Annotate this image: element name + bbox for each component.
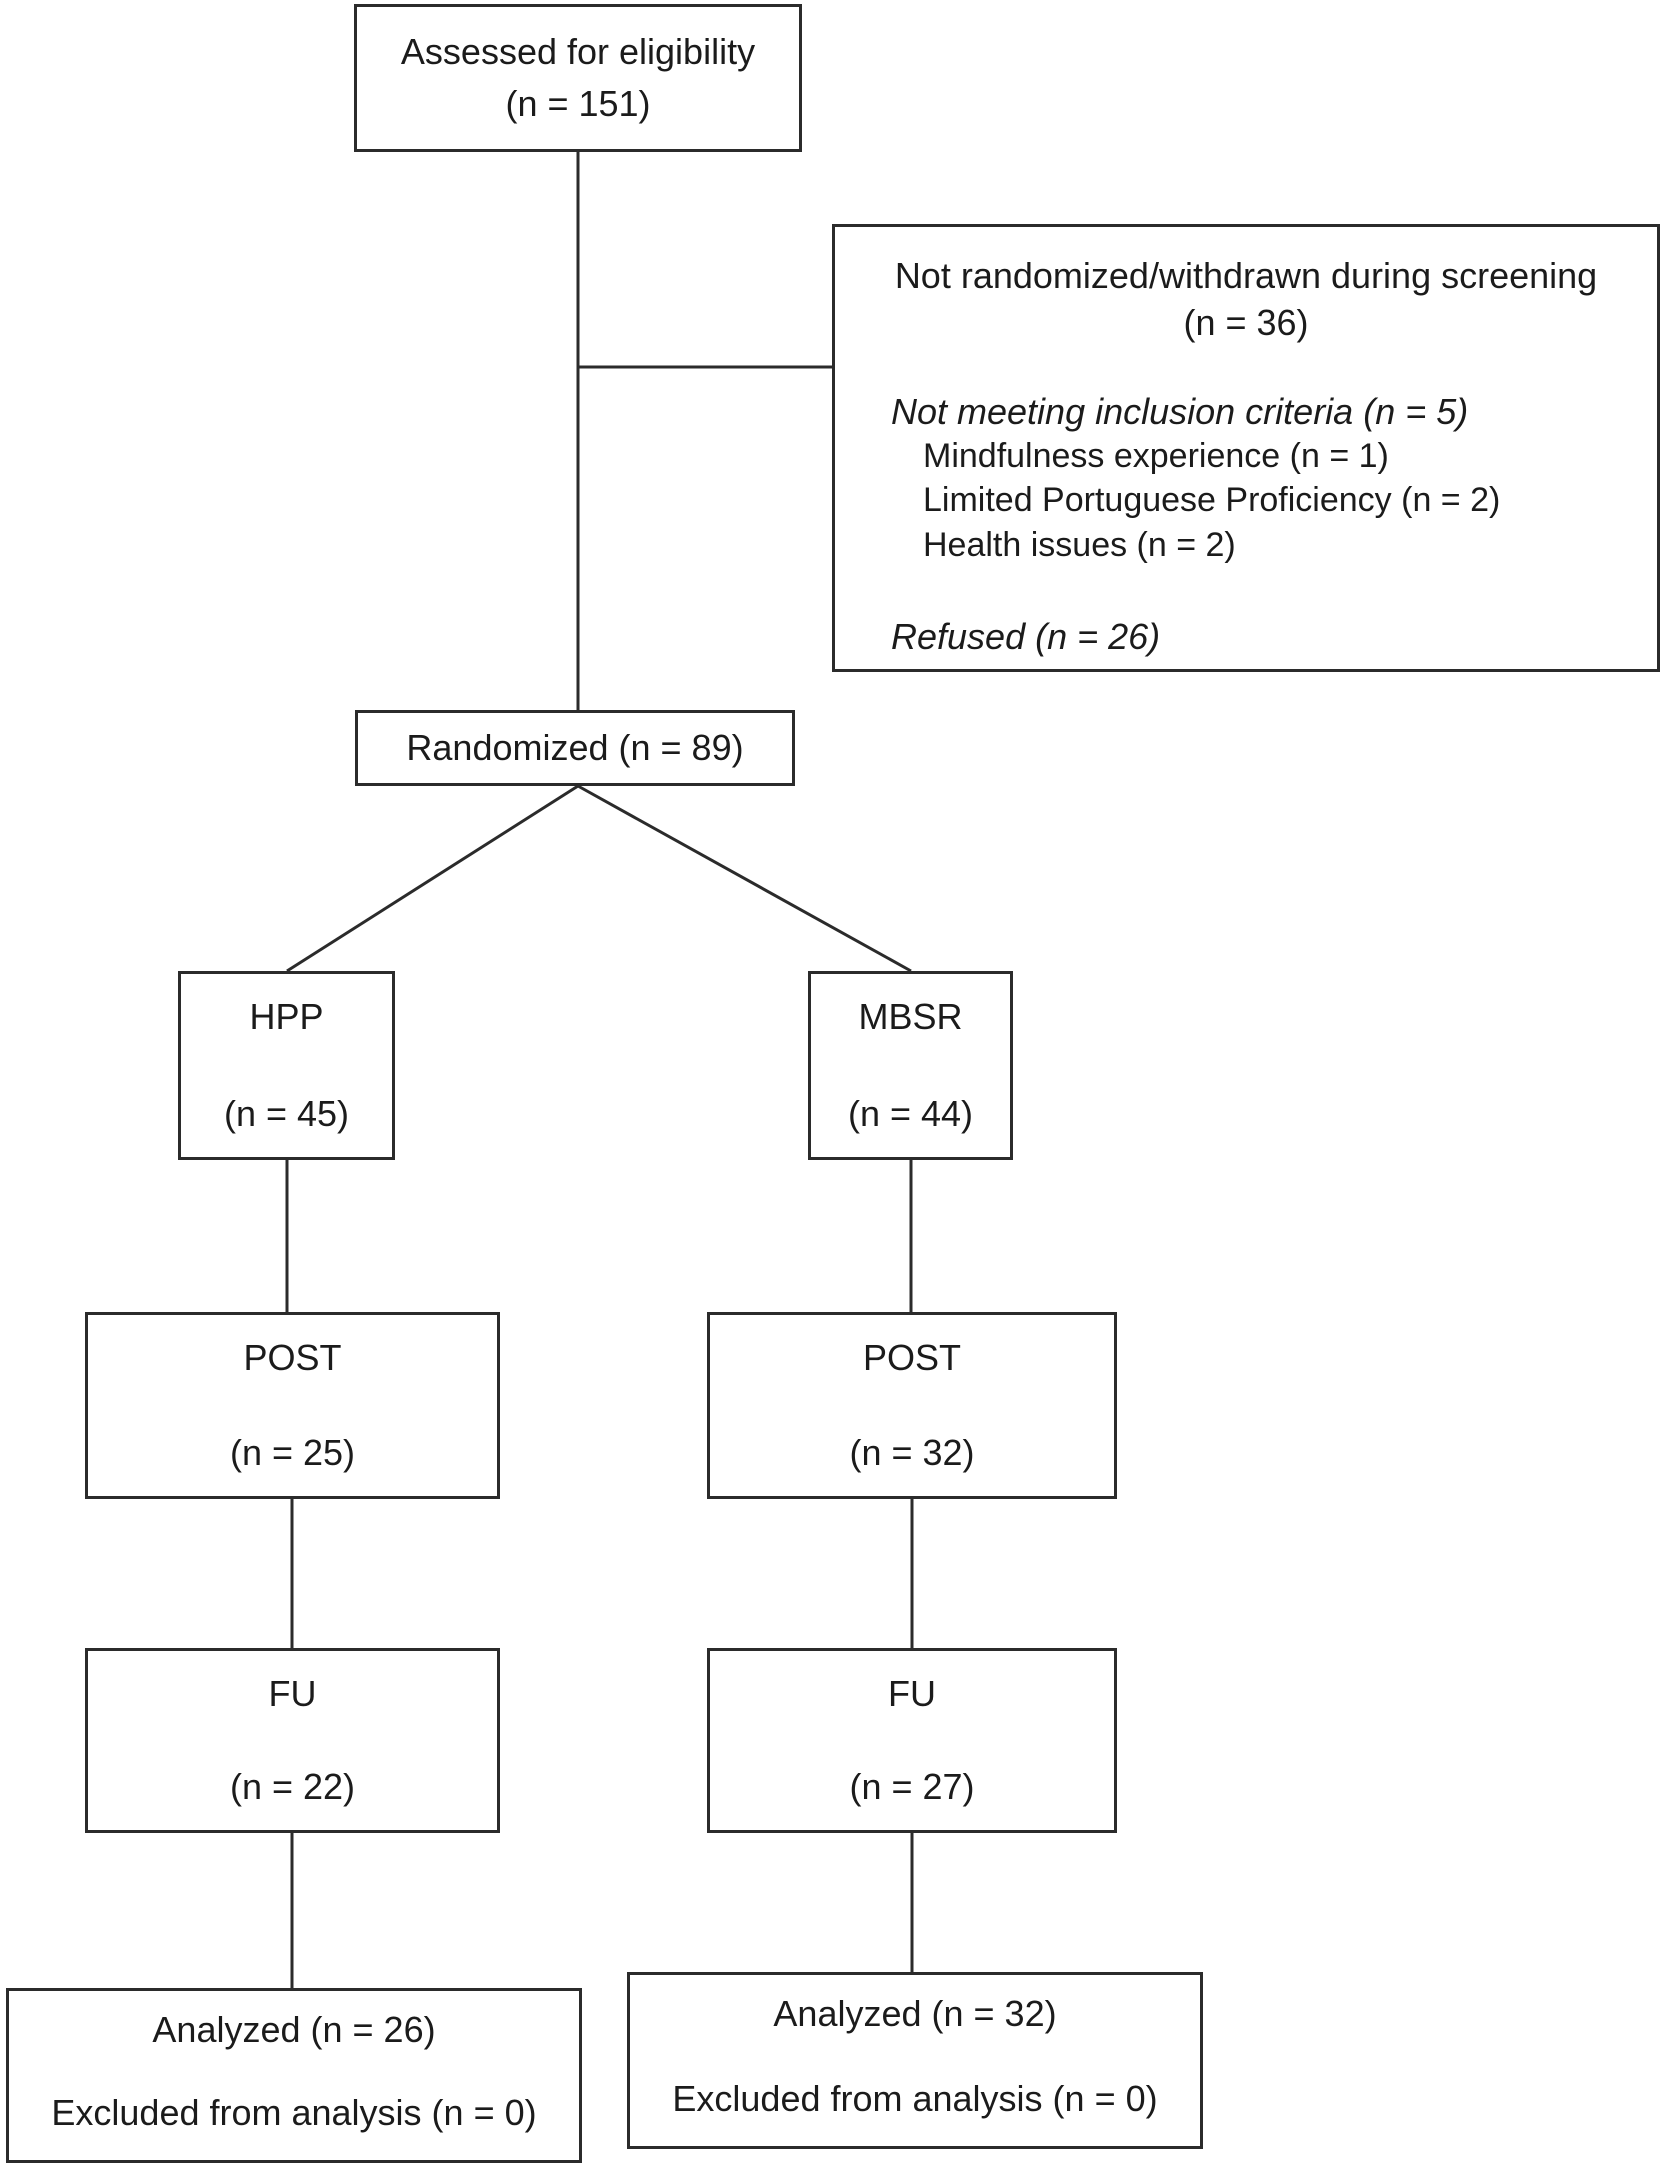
hpp-label: HPP bbox=[249, 996, 324, 1037]
exclusion-reason-mindfulness: Mindfulness experience (n = 1) bbox=[923, 436, 1389, 475]
exclusion-count: (n = 36) bbox=[1183, 301, 1309, 343]
mbsr-label: MBSR bbox=[858, 996, 963, 1037]
randomized-label: Randomized (n = 89) bbox=[406, 726, 744, 768]
connector-randomized-mbsr bbox=[577, 784, 912, 973]
box-not-randomized: Not randomized/withdrawn during screenin… bbox=[832, 224, 1660, 672]
exclusion-inclusion-header: Not meeting inclusion criteria (n = 5) bbox=[891, 390, 1469, 432]
post-mbsr-count: (n = 32) bbox=[849, 1431, 975, 1473]
analyzed-hpp-line2: Excluded from analysis (n = 0) bbox=[51, 2091, 537, 2133]
fu-hpp-count: (n = 22) bbox=[229, 1765, 356, 1807]
box-hpp: HPP (n = 45) bbox=[178, 971, 395, 1160]
box-post-hpp: POST (n = 25) bbox=[85, 1312, 500, 1499]
mbsr-count: (n = 44) bbox=[847, 1092, 974, 1134]
hpp-count: (n = 45) bbox=[223, 1092, 350, 1134]
exclusion-refused: Refused (n = 26) bbox=[891, 616, 1161, 658]
analyzed-mbsr-line2: Excluded from analysis (n = 0) bbox=[672, 2077, 1158, 2119]
post-hpp-count: (n = 25) bbox=[229, 1431, 356, 1473]
box-analyzed-mbsr: Analyzed (n = 32) Excluded from analysis… bbox=[627, 1972, 1203, 2149]
eligibility-count: (n = 151) bbox=[505, 83, 651, 124]
exclusion-title: Not randomized/withdrawn during screenin… bbox=[894, 255, 1598, 296]
post-hpp-label: POST bbox=[243, 1337, 342, 1378]
post-mbsr-label: POST bbox=[862, 1337, 961, 1378]
box-mbsr: MBSR (n = 44) bbox=[808, 971, 1013, 1160]
analyzed-hpp-line1: Analyzed (n = 26) bbox=[152, 2009, 436, 2050]
exclusion-reason-health: Health issues (n = 2) bbox=[923, 526, 1236, 565]
box-fu-mbsr: FU (n = 27) bbox=[707, 1648, 1117, 1833]
box-randomized: Randomized (n = 89) bbox=[355, 710, 795, 786]
box-post-mbsr: POST (n = 32) bbox=[707, 1312, 1117, 1499]
box-assessed-eligibility: Assessed for eligibility (n = 151) bbox=[354, 4, 802, 152]
connector-randomized-hpp bbox=[286, 784, 579, 973]
analyzed-mbsr-line1: Analyzed (n = 32) bbox=[773, 1993, 1057, 2034]
eligibility-label: Assessed for eligibility bbox=[400, 30, 756, 72]
fu-mbsr-label: FU bbox=[888, 1673, 936, 1714]
box-fu-hpp: FU (n = 22) bbox=[85, 1648, 500, 1833]
exclusion-reason-portuguese: Limited Portuguese Proficiency (n = 2) bbox=[923, 481, 1501, 520]
fu-hpp-label: FU bbox=[268, 1673, 317, 1714]
box-analyzed-hpp: Analyzed (n = 26) Excluded from analysis… bbox=[6, 1988, 582, 2163]
fu-mbsr-count: (n = 27) bbox=[849, 1765, 975, 1807]
